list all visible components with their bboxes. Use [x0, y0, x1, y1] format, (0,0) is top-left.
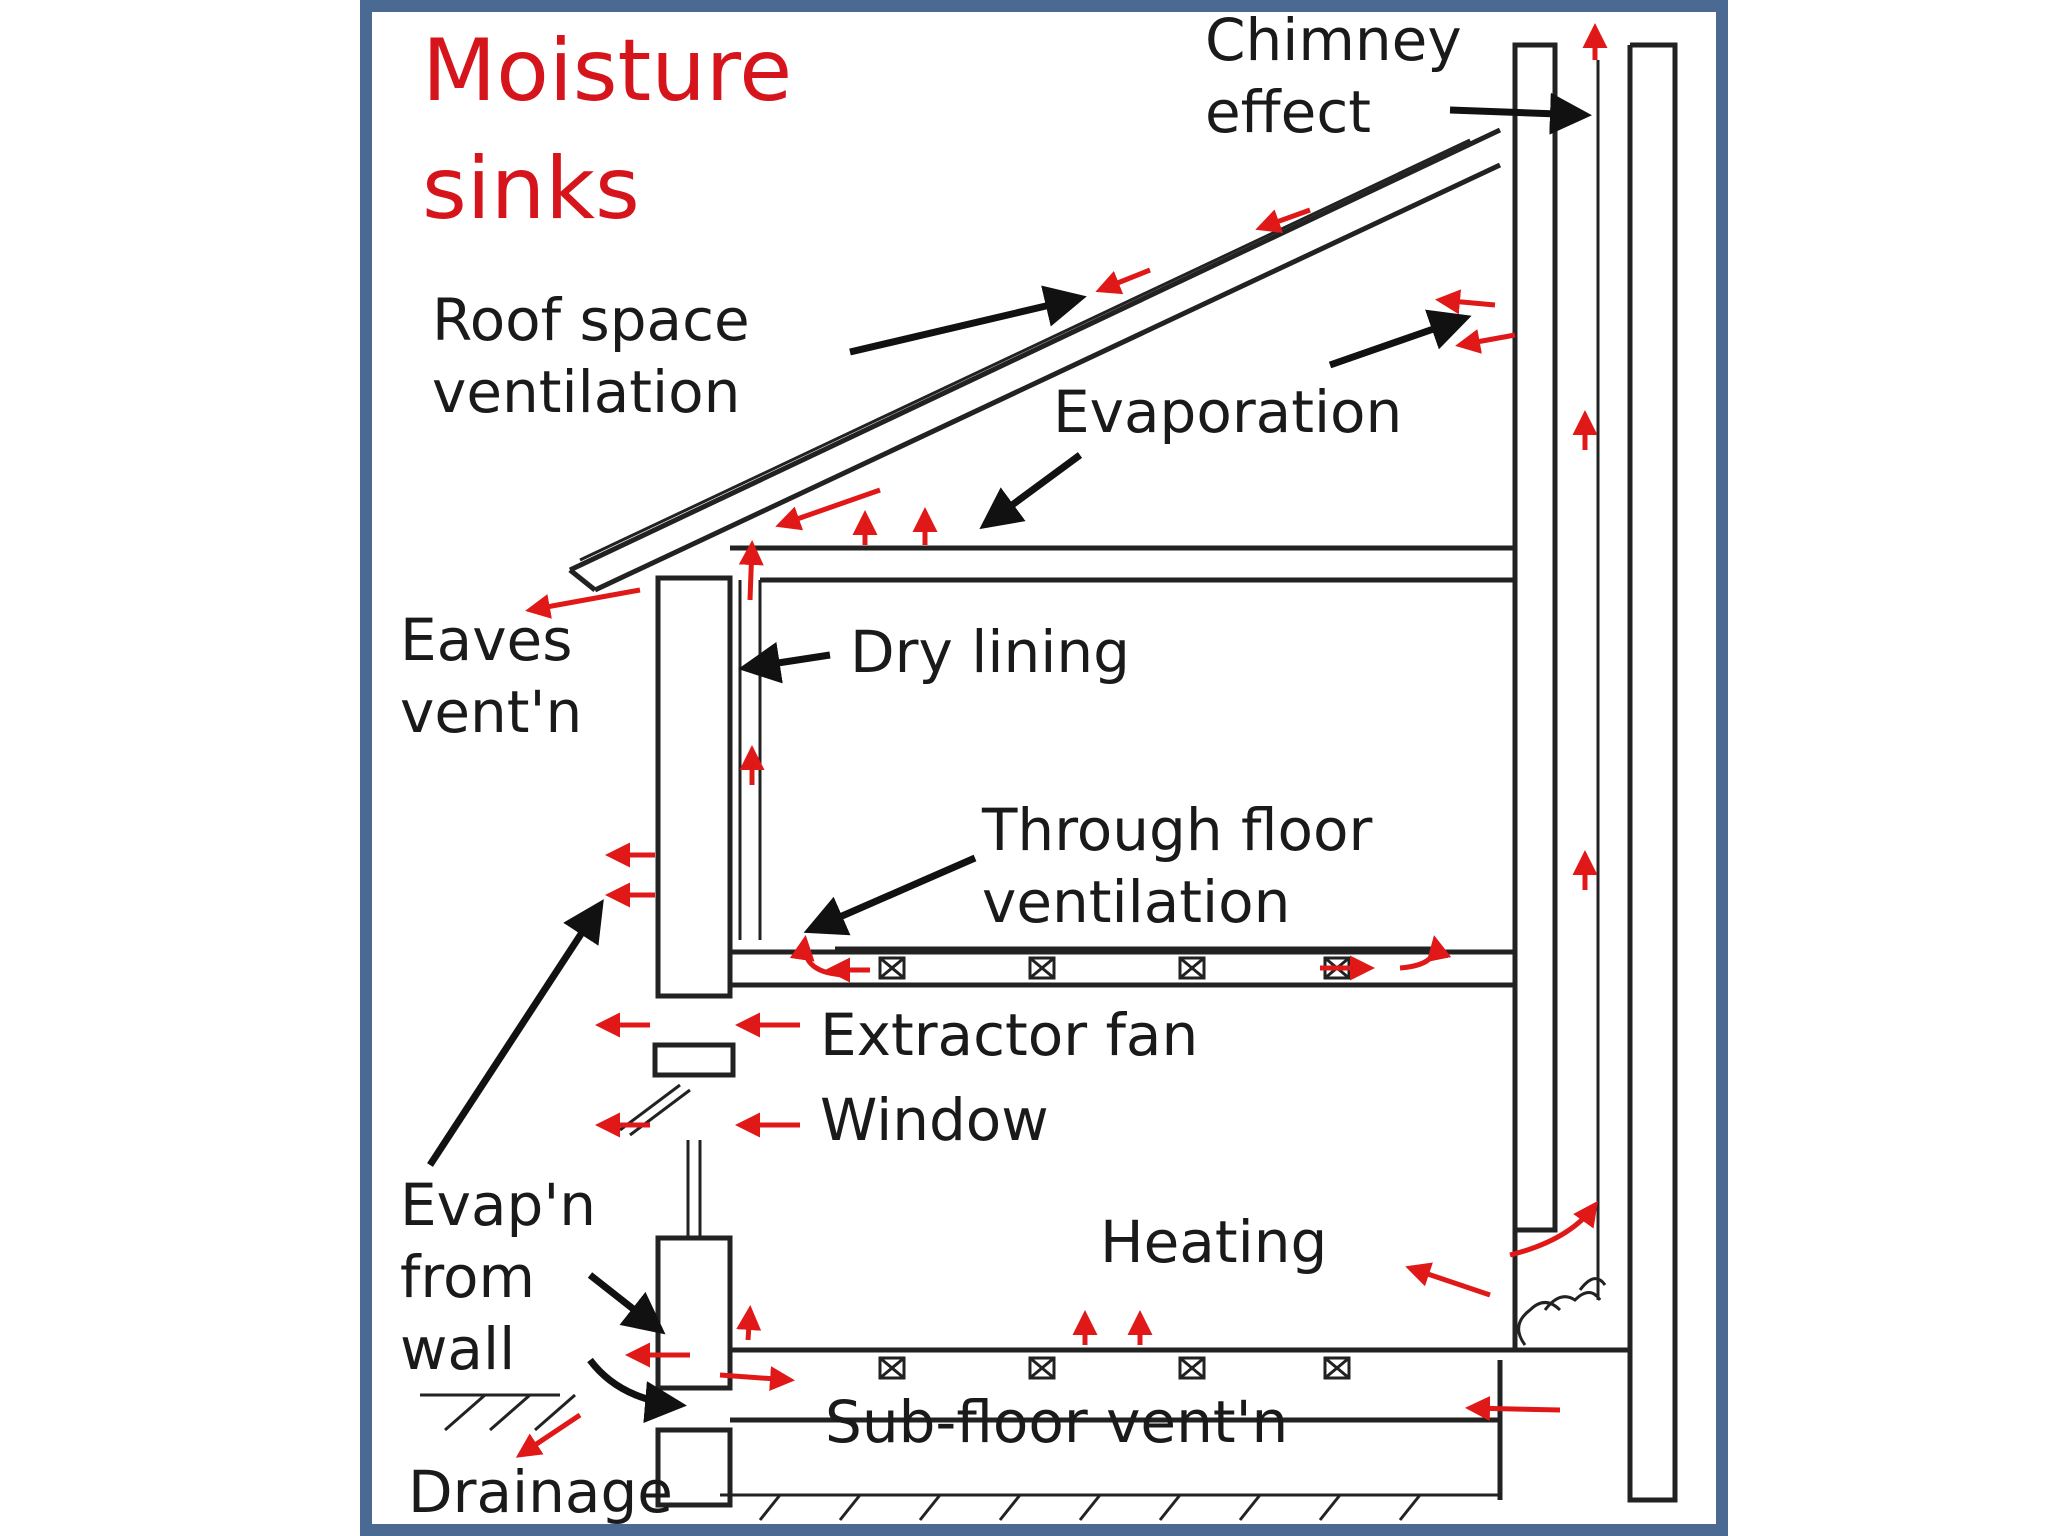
- label-eaves-1: Eaves: [400, 606, 572, 674]
- label-window: Window: [820, 1086, 1049, 1154]
- ground-hatching: [420, 1393, 1500, 1521]
- heater: [1517, 1277, 1607, 1346]
- label-roof-1: Roof space: [432, 286, 750, 354]
- label-evaporation: Evaporation: [1053, 378, 1402, 446]
- labels: Chimney effect Roof space ventilation Ev…: [400, 6, 1462, 1526]
- label-evap-3: wall: [400, 1315, 515, 1383]
- label-eaves-2: vent'n: [400, 678, 582, 746]
- label-subfloor: Sub-floor vent'n: [825, 1388, 1288, 1456]
- joist-symbols: [878, 956, 1351, 1380]
- label-drainage: Drainage: [408, 1458, 673, 1526]
- outer-wall: [619, 575, 736, 1508]
- label-heating: Heating: [1100, 1208, 1327, 1276]
- title-line-2: sinks: [422, 139, 640, 239]
- ground-floor: [730, 1230, 1630, 1500]
- diagram-frame: [360, 0, 1728, 1536]
- label-evap-1: Evap'n: [400, 1171, 596, 1239]
- chimney: [1512, 42, 1678, 1503]
- label-through-floor-2: ventilation: [982, 868, 1290, 936]
- title-line-1: Moisture: [422, 21, 792, 121]
- label-roof-2: ventilation: [432, 358, 740, 426]
- label-evap-2: from: [400, 1243, 535, 1311]
- label-chimney-1: Chimney: [1205, 6, 1462, 74]
- label-chimney-2: effect: [1205, 78, 1371, 146]
- label-through-floor-1: Through floor: [981, 796, 1373, 864]
- leader-arrows: [427, 92, 1592, 1424]
- middle-floor: [730, 946, 1515, 988]
- roof: [568, 127, 1502, 593]
- label-dry-lining: Dry lining: [850, 618, 1130, 686]
- label-extractor-fan: Extractor fan: [820, 1001, 1198, 1069]
- airflow-arrows: [515, 23, 1608, 1458]
